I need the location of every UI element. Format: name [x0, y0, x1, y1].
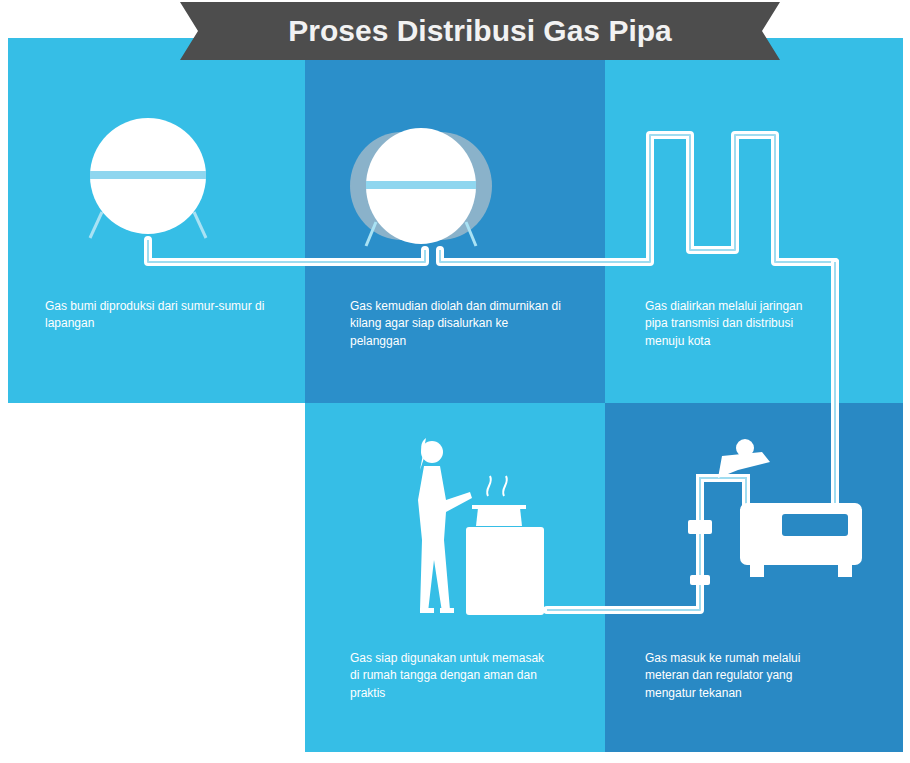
stove — [466, 476, 544, 615]
processing-tank — [350, 128, 492, 246]
pipe-outer — [547, 585, 700, 610]
gas-pipe — [547, 585, 700, 610]
title-ribbon — [180, 2, 780, 60]
process-panel: Gas kemudian diolah dan dimurnikan di ki… — [305, 38, 605, 403]
step-description: Gas siap digunakan untuk memasak di ruma… — [350, 650, 555, 702]
pipe-inner — [148, 240, 425, 262]
pipe-inner — [834, 262, 836, 503]
step-description: Gas dialirkan melalui jaringan pipa tran… — [645, 298, 823, 350]
step-description: Gas bumi diproduksi dari sumur-sumur di … — [45, 298, 270, 333]
gas-pipe — [440, 135, 835, 262]
panel-fill — [305, 403, 605, 752]
pipe-inner — [440, 135, 835, 262]
storage-tank — [90, 118, 206, 238]
process-panel: Gas masuk ke rumah melalui meteran dan r… — [605, 403, 903, 752]
process-panel: Gas siap digunakan untuk memasak di ruma… — [305, 403, 605, 752]
panel-fill — [605, 403, 903, 752]
pipe-outer — [831, 262, 839, 503]
pipe-outer — [440, 135, 835, 262]
pipe-inner — [547, 585, 700, 610]
gas-pipe — [835, 262, 836, 503]
gas-pipe — [148, 240, 425, 262]
panel-fill — [8, 38, 305, 403]
panel-fill — [305, 38, 605, 403]
step-description: Gas masuk ke rumah melalui meteran dan r… — [645, 650, 840, 702]
step-description: Gas kemudian diolah dan dimurnikan di ki… — [350, 298, 565, 350]
pipe-outer — [148, 240, 425, 262]
diagram-title: Proses Distribusi Gas Pipa — [180, 4, 780, 58]
process-panel: Gas bumi diproduksi dari sumur-sumur di … — [8, 38, 305, 403]
process-panel: Gas dialirkan melalui jaringan pipa tran… — [605, 38, 903, 403]
woman-cooking — [418, 438, 472, 613]
